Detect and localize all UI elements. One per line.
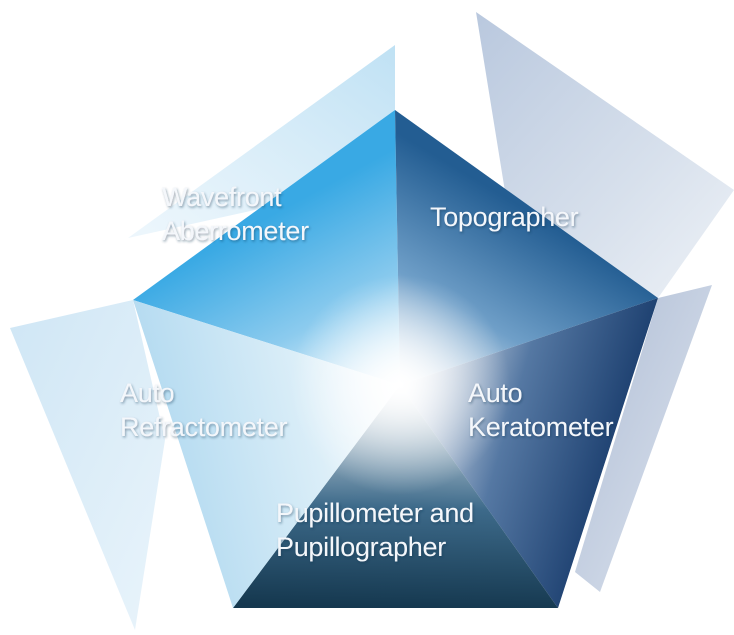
label-refractometer-line-2: Refractometer — [120, 412, 287, 442]
shard-top-left — [128, 45, 395, 238]
segment-pupillometer — [233, 385, 558, 608]
shard-left — [10, 300, 165, 630]
label-pupillometer-line-1: Pupillometer and — [276, 498, 474, 528]
label-refractometer-line-1: Auto — [120, 378, 174, 408]
label-pupillometer-line-2: Pupillographer — [276, 532, 446, 562]
label-topographer-line-1: Topographer — [430, 202, 579, 232]
label-keratometer-line-1: Auto — [468, 378, 522, 408]
label-refractometer: Auto Refractometer — [120, 378, 287, 442]
shard-right — [575, 285, 712, 592]
label-wavefront-line-1: Wavefront — [162, 182, 282, 212]
label-topographer: Topographer — [430, 202, 579, 232]
label-keratometer: Auto Keratometer — [468, 378, 614, 442]
label-keratometer-line-2: Keratometer — [468, 412, 614, 442]
center-glow — [290, 275, 510, 495]
label-pupillometer: Pupillometer and Pupillographer — [276, 498, 481, 562]
label-wavefront-line-2: Aberrometer — [162, 216, 309, 246]
label-wavefront: Wavefront Aberrometer — [162, 182, 309, 246]
